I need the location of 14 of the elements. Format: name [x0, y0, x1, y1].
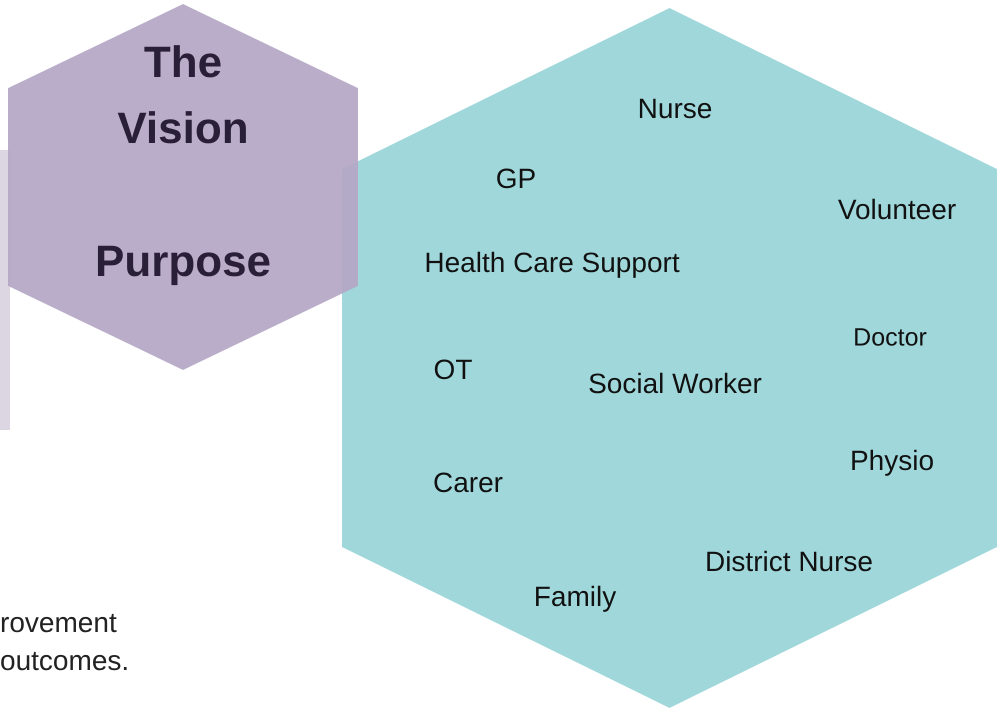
- role-label: GP: [496, 163, 536, 195]
- role-label: Family: [534, 581, 616, 613]
- hexagon-heading: The Vision: [116, 37, 250, 155]
- role-label: Physio: [850, 445, 934, 477]
- role-label: OT: [434, 354, 472, 386]
- role-label: Carer: [433, 467, 503, 499]
- role-label: Social Worker: [588, 368, 762, 400]
- role-label: Nurse: [638, 93, 712, 125]
- role-label: Volunteer: [838, 194, 956, 226]
- paragraph-text: rovement outcomes.: [0, 606, 130, 678]
- role-label: Health Care Support: [424, 247, 680, 279]
- role-label: Doctor: [853, 324, 927, 352]
- role-label: District Nurse: [705, 546, 873, 578]
- hexagon-heading: Purpose: [94, 237, 272, 287]
